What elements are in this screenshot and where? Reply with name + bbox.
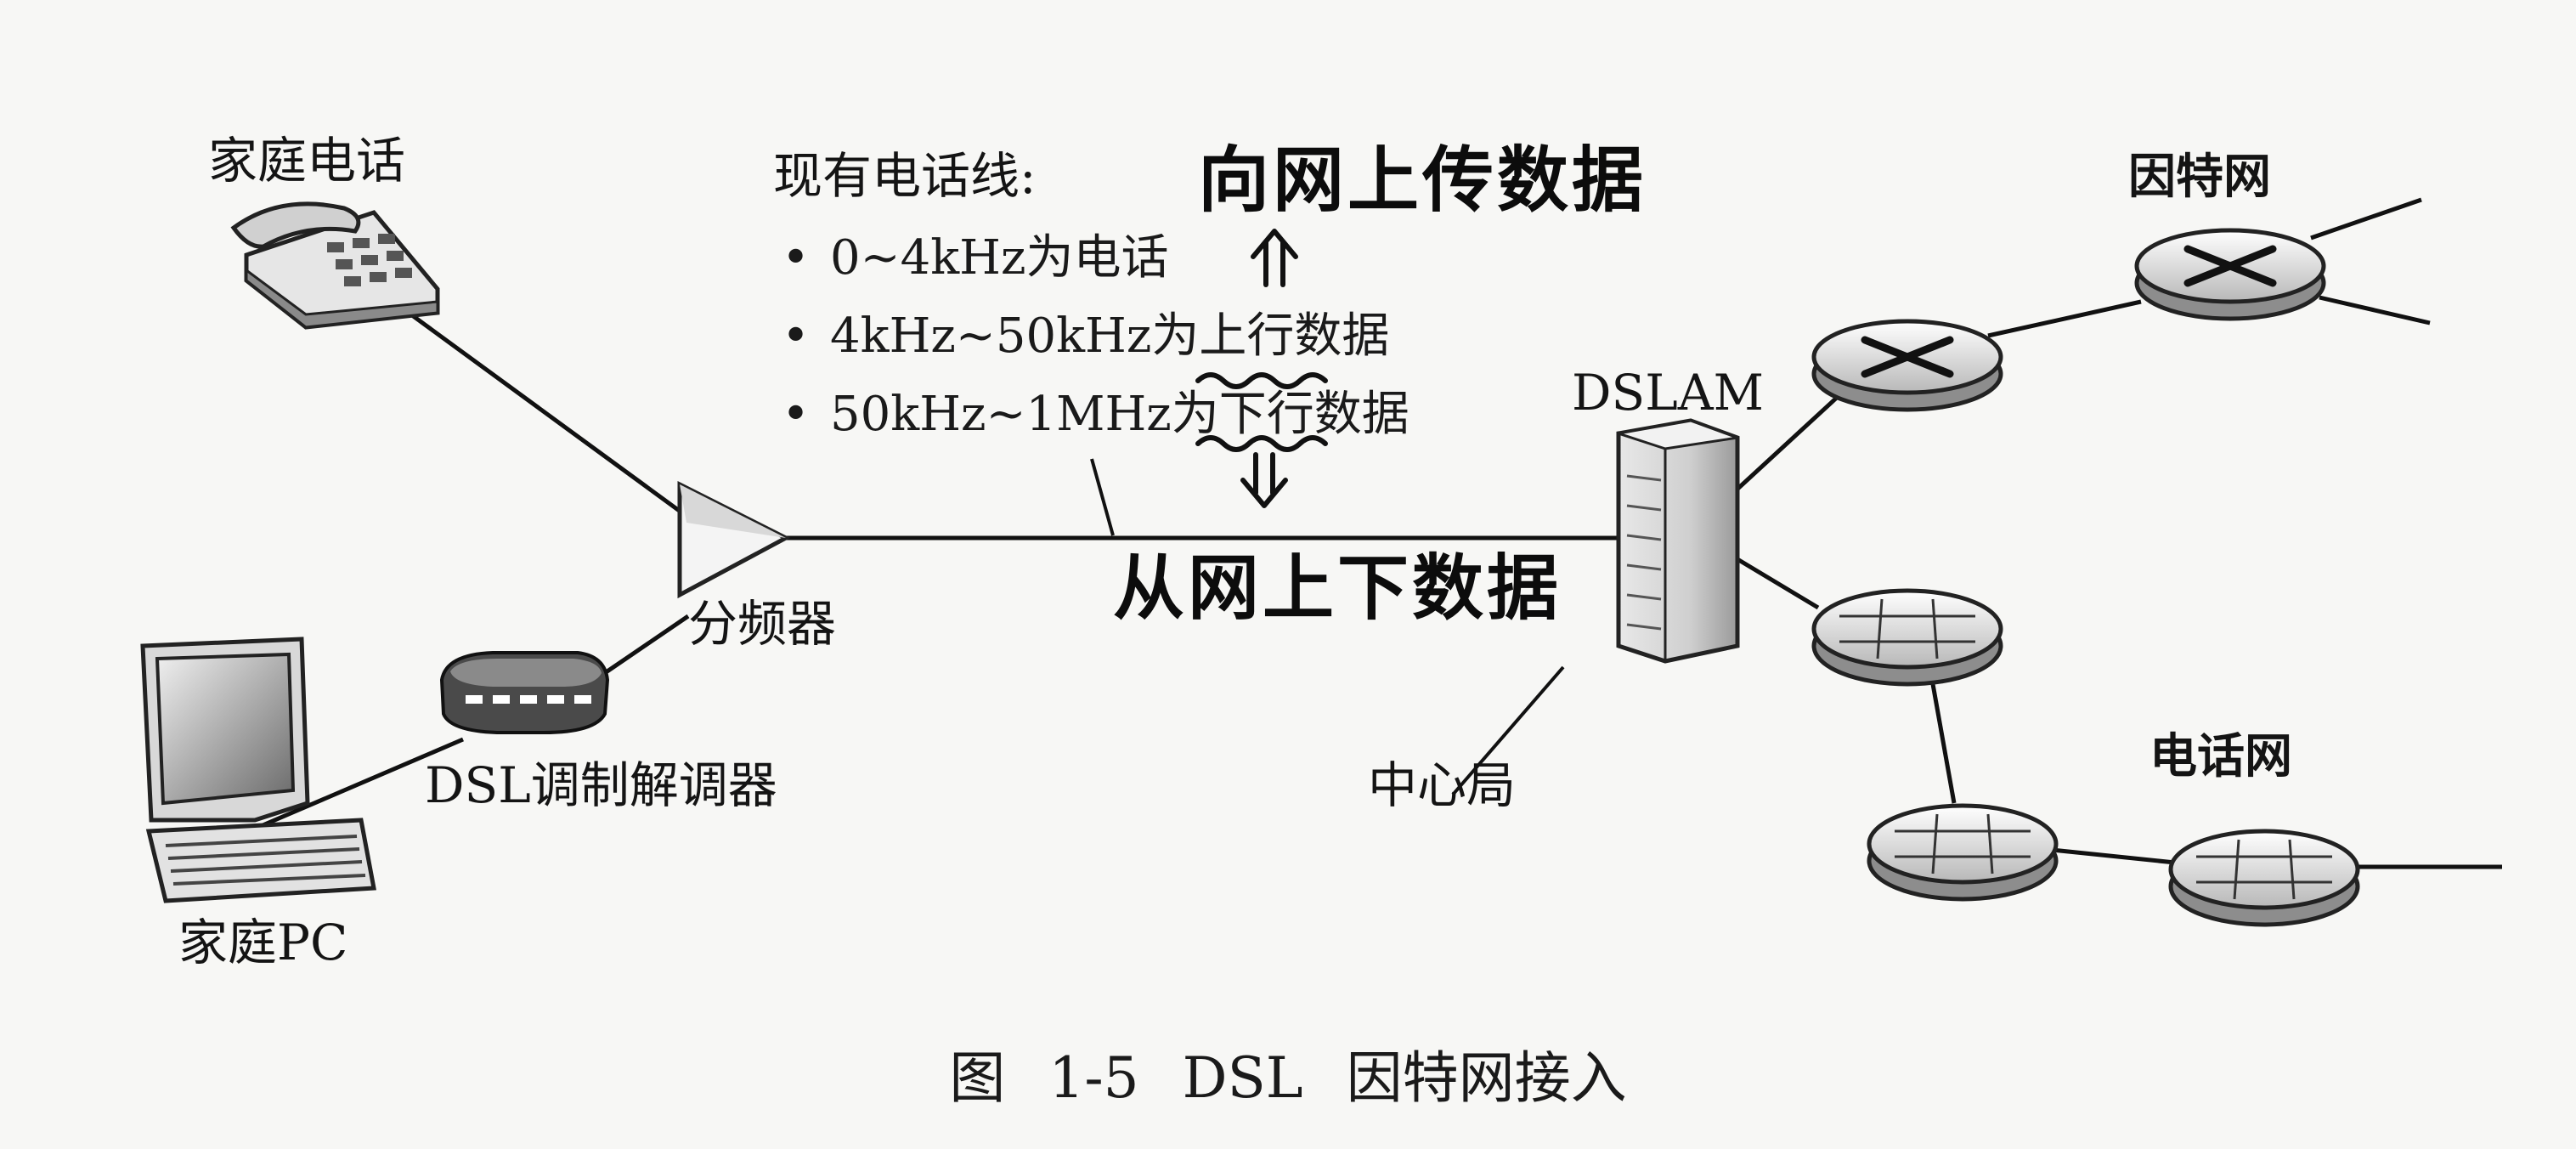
frequency-item-upstream: 4kHz~50kHz为上行数据	[782, 297, 1409, 376]
links	[254, 197, 2502, 869]
phone-line-frequency-list: 0~4kHz为电话 4kHz~50kHz为上行数据 50kHz~1MHz为下行数…	[782, 219, 1409, 454]
internet-router-icon-2	[2134, 228, 2326, 321]
internet-router-icon-1	[1811, 319, 2003, 412]
phone-line-pointer	[1090, 458, 1115, 536]
internet-label: 因特网	[2128, 149, 2271, 205]
phone-switch-icon-3	[2168, 829, 2360, 927]
handwritten-upload-note: 向网上传数据	[1198, 139, 1647, 222]
internet-router-link	[1987, 299, 2142, 338]
home-phone-label: 家庭电话	[208, 132, 406, 190]
phone-to-splitter-link	[398, 303, 686, 517]
phonenet-horizontal-link	[2051, 847, 2176, 865]
pc-to-modem-link	[254, 737, 464, 831]
figure-caption: 图 1-5 DSL 因特网接入	[949, 1045, 1627, 1111]
home-pc-label: 家庭PC	[178, 914, 348, 971]
phone-line-title: 现有电话线:	[773, 147, 1037, 205]
modem-to-splitter-link	[593, 614, 690, 682]
phone-switch-icon-1	[1811, 588, 2003, 687]
central-office-pointer	[1451, 665, 1565, 796]
frequency-item-voice: 0~4kHz为电话	[782, 219, 1409, 297]
frequency-item-downstream: 50kHz~1MHz为下行数据	[782, 376, 1409, 454]
handwritten-download-note: 从网上下数据	[1113, 546, 1562, 630]
splitter-icon	[677, 480, 791, 599]
computer-icon	[140, 637, 376, 903]
telephone-icon	[230, 201, 440, 330]
phone-switch-icon-2	[1867, 803, 2059, 902]
dslam-to-phonenet-link	[1731, 554, 1820, 610]
dslam-label: DSLAM	[1572, 364, 1765, 422]
internet-out-link-1	[2310, 197, 2422, 241]
download-arrow-icon	[1240, 452, 1288, 508]
central-office-label: 中心局	[1368, 756, 1517, 814]
dslam-to-internet-link	[1731, 393, 1841, 495]
splitter-label: 分频器	[688, 595, 837, 653]
telephone-network-label: 电话网	[2149, 728, 2292, 784]
internet-out-link-2	[2319, 295, 2431, 325]
dsl-modem-icon	[439, 651, 610, 734]
dsl-modem-label: DSL调制解调器	[425, 756, 777, 814]
phonenet-vertical-link	[1930, 683, 1957, 804]
dslam-icon	[1616, 418, 1740, 664]
